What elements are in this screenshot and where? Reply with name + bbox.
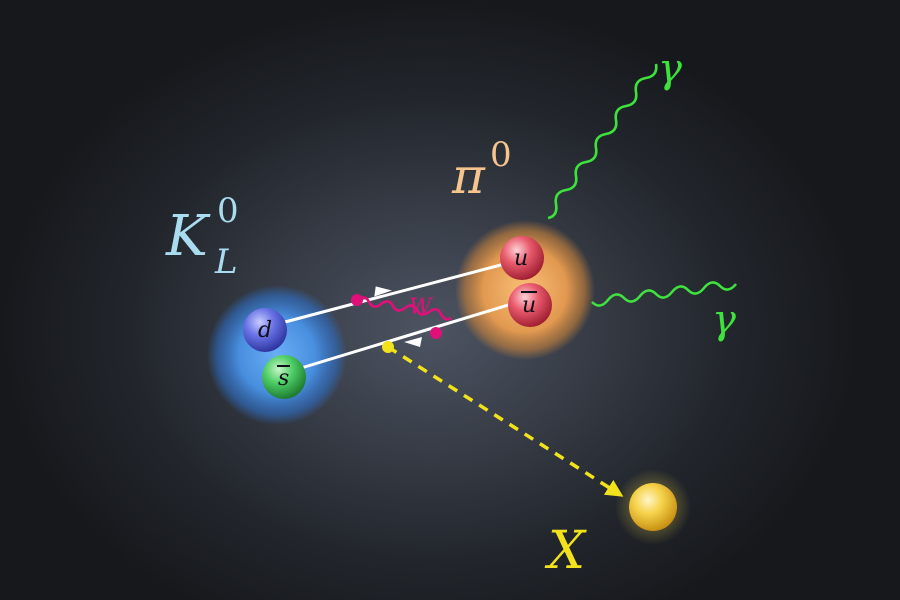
svg-text:0: 0 <box>217 191 239 231</box>
svg-text:s: s <box>278 366 289 391</box>
w-boson-label: W <box>409 295 434 320</box>
anti-up-quark: u <box>508 283 552 327</box>
down-quark: d <box>243 308 287 352</box>
kaon-label: K 0 L <box>165 191 239 282</box>
pion-label: π 0 <box>451 135 512 205</box>
svg-text:0: 0 <box>490 135 512 175</box>
photon-label-upper: γ <box>658 46 682 92</box>
x-particle <box>629 483 677 531</box>
photon-wave-upper <box>547 63 658 220</box>
down-to-up-line <box>284 260 513 324</box>
antiup-to-antistrange-line <box>287 298 526 374</box>
svg-text:u: u <box>514 246 528 271</box>
w-vertex-lower <box>430 327 442 339</box>
w-boson-wave <box>356 296 452 321</box>
x-particle-label: X <box>544 521 587 581</box>
w-vertex-upper <box>351 294 363 306</box>
x-dashed-line <box>387 345 624 497</box>
photon-wave-lower <box>591 281 738 307</box>
kaon-blob <box>207 285 347 425</box>
anti-strange-quark: s <box>262 355 306 399</box>
svg-text:L: L <box>214 242 238 282</box>
x-emission-vertex <box>382 341 394 353</box>
arrow-forward-icon <box>374 286 392 297</box>
up-quark: u <box>500 236 544 280</box>
svg-text:d: d <box>258 318 272 343</box>
svg-text:K: K <box>165 204 211 269</box>
svg-text:π: π <box>451 147 486 205</box>
arrow-backward-icon <box>404 337 422 347</box>
photon-label-lower: γ <box>712 297 736 343</box>
svg-text:u: u <box>522 293 536 318</box>
